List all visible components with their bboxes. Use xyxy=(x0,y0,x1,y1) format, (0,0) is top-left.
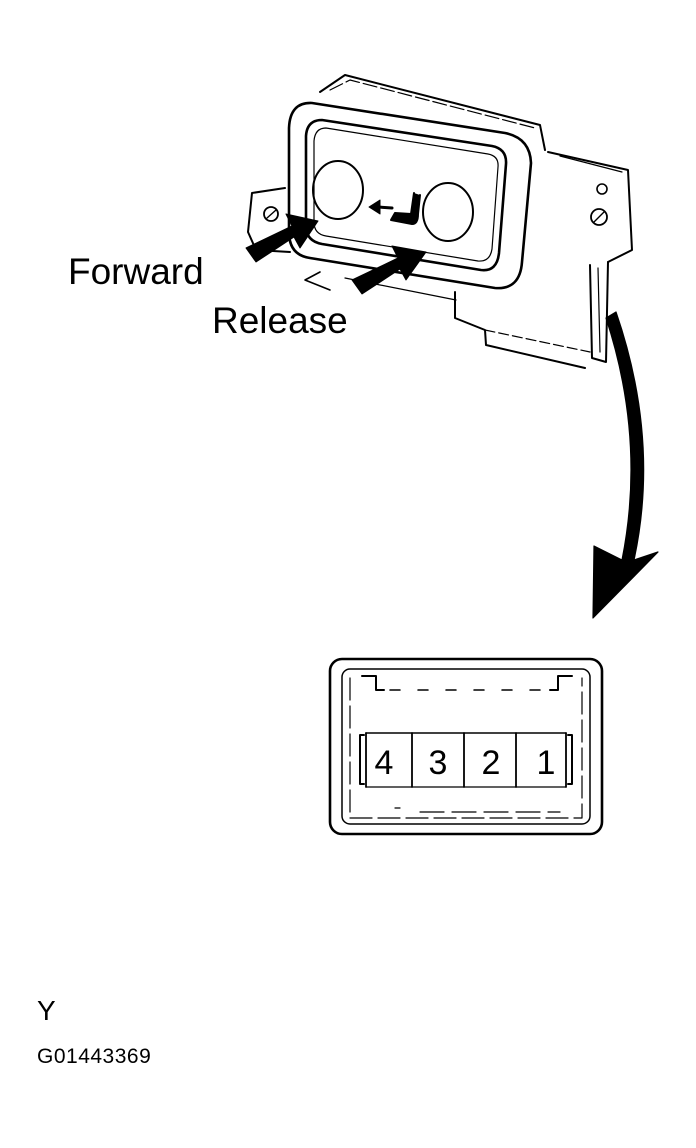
forward-arrow-icon xyxy=(245,213,319,263)
pin-label: 4 xyxy=(375,744,394,782)
figure-code: G01443369 xyxy=(37,1045,152,1068)
release-label: Release xyxy=(212,300,348,341)
curved-arrow-icon xyxy=(592,311,659,619)
connector-face xyxy=(328,657,604,836)
pin-label: 2 xyxy=(482,744,501,782)
connector-pins: 4 3 2 1 xyxy=(375,744,556,782)
release-arrow-icon xyxy=(351,245,427,295)
view-label: Y xyxy=(37,995,56,1026)
pin-label: 3 xyxy=(429,744,448,782)
pin-label: 1 xyxy=(537,744,556,782)
forward-label: Forward xyxy=(68,251,204,292)
